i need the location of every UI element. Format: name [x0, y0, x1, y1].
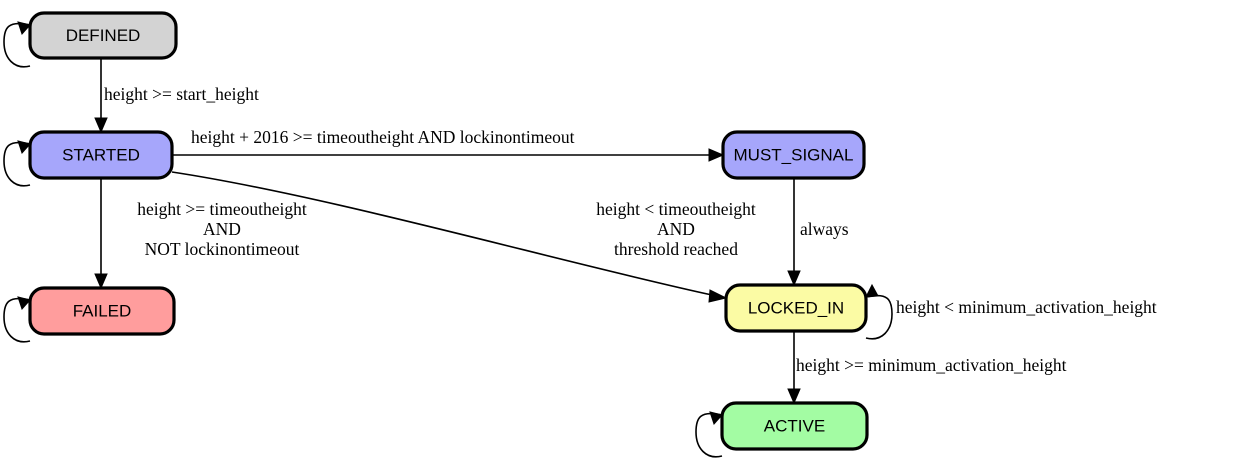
edge-locked-in-to-active [787, 331, 801, 405]
edge-label-locked-in-self-loop: height < minimum_activation_height [896, 297, 1157, 317]
edge-label-started-to-failed-line-3: NOT lockinontimeout [145, 239, 300, 259]
failed-self-loop-path [3, 297, 31, 343]
edge-label-started-to-locked-in-line-1: height < timeoutheight [596, 199, 756, 219]
state-node-defined-shape[interactable] [28, 11, 178, 60]
defined-self-loop-path [3, 22, 31, 68]
state-node-locked-in[interactable]: LOCKED_IN [724, 283, 868, 333]
defined-self-loop-arrowhead [17, 21, 31, 35]
edge-failed-self-loop [3, 296, 31, 343]
state-node-locked-in-shape[interactable] [724, 283, 868, 333]
state-node-failed-shape[interactable] [28, 286, 176, 336]
edge-label-started-to-locked-in: height < timeoutheight AND threshold rea… [596, 199, 756, 259]
started-self-loop-path [3, 141, 31, 187]
edge-defined-to-started [94, 58, 108, 134]
failed-self-loop-arrowhead [17, 296, 31, 310]
state-node-must-signal-label: MUST_SIGNAL [734, 145, 854, 164]
state-node-started-shape[interactable] [28, 130, 174, 180]
state-node-active-shape[interactable] [720, 401, 869, 451]
edge-label-started-to-failed-line-2: AND [203, 219, 241, 239]
started-to-locked-in-arrowhead [708, 289, 728, 303]
active-self-loop-path [695, 412, 723, 458]
edge-defined-self-loop [3, 21, 31, 68]
edge-label-started-to-locked-in-line-3: threshold reached [614, 239, 738, 259]
edge-active-self-loop [695, 411, 723, 458]
edge-started-to-failed [94, 178, 108, 290]
edge-label-started-to-must-signal: height + 2016 >= timeoutheight AND locki… [191, 127, 575, 147]
edge-started-to-locked-in [171, 171, 728, 303]
started-to-failed-arrowhead [94, 273, 108, 290]
edge-label-started-to-locked-in-line-2: AND [657, 219, 695, 239]
started-self-loop-arrowhead [17, 140, 31, 154]
edge-label-started-to-failed-line-1: height >= timeoutheight [137, 199, 307, 219]
state-node-active[interactable]: ACTIVE [720, 401, 869, 451]
started-to-locked-in-path [171, 171, 713, 296]
edge-started-self-loop [3, 140, 31, 187]
state-node-failed[interactable]: FAILED [28, 286, 176, 336]
active-self-loop-arrowhead [709, 411, 723, 425]
defined-to-started-arrowhead [94, 117, 108, 134]
edge-label-started-to-failed: height >= timeoutheight AND NOT lockinon… [137, 199, 307, 259]
state-node-started[interactable]: STARTED [28, 130, 174, 180]
edge-started-to-must-signal [172, 148, 725, 162]
locked-in-self-loop-path [865, 294, 893, 340]
edge-label-defined-to-started: height >= start_height [104, 84, 259, 104]
started-to-must-signal-arrowhead [708, 148, 725, 162]
state-node-started-label: STARTED [62, 145, 140, 164]
edge-must-signal-to-locked-in [787, 178, 801, 287]
locked-in-self-loop-arrowhead [865, 283, 879, 298]
state-node-defined-label: DEFINED [66, 26, 141, 45]
edge-locked-in-self-loop [865, 283, 893, 340]
edge-label-locked-in-to-active: height >= minimum_activation_height [796, 355, 1067, 375]
state-node-must-signal-shape[interactable] [721, 130, 866, 180]
edge-label-must-signal-to-locked-in: always [800, 219, 849, 239]
state-node-failed-label: FAILED [73, 301, 132, 320]
locked-in-to-active-arrowhead [787, 388, 801, 405]
state-node-active-label: ACTIVE [764, 416, 825, 435]
state-node-locked-in-label: LOCKED_IN [748, 298, 844, 317]
state-node-must-signal[interactable]: MUST_SIGNAL [721, 130, 866, 180]
must-signal-to-locked-in-arrowhead [787, 270, 801, 287]
state-node-defined[interactable]: DEFINED [28, 11, 178, 60]
